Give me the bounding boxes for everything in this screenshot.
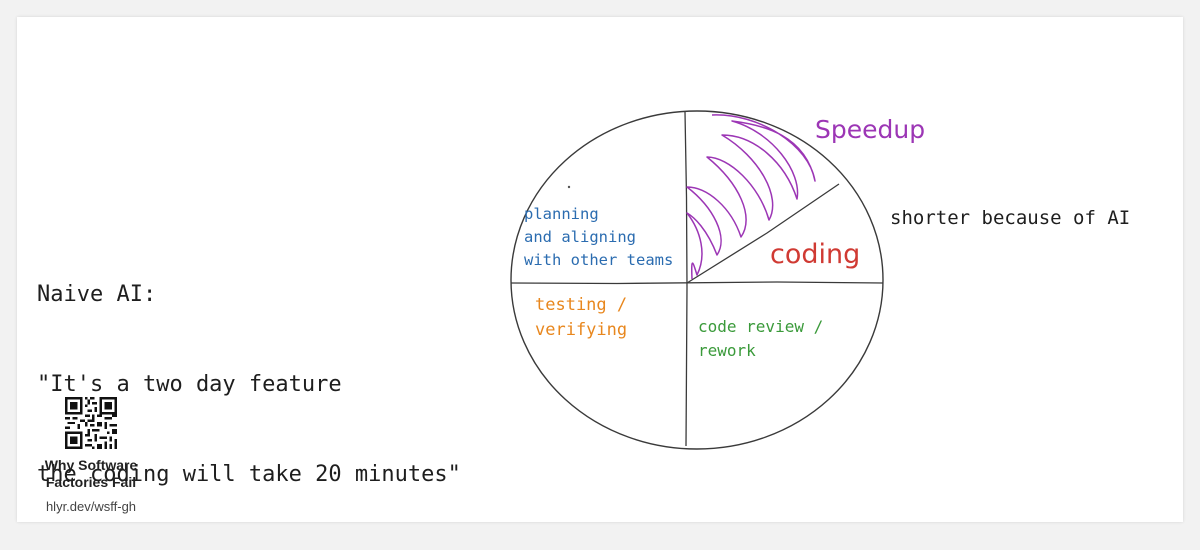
side-note: shorter because of AI [890, 207, 1131, 229]
speedup-label: Speedup [815, 115, 926, 144]
quote-line: Naive AI: [37, 282, 157, 307]
segment-label-line: coding [770, 239, 861, 270]
segment-label-line: rework [698, 341, 756, 360]
slide: Naive AI: "It's a two day feature the co… [17, 17, 1183, 522]
qr-footer: Why Software Factories Fail hlyr.dev/wsf… [25, 397, 157, 514]
segment-label-line: with other teams [524, 251, 674, 269]
segment-label-line: and aligning [524, 228, 636, 246]
segment-label-planning: planning and aligning with other teams [524, 203, 673, 272]
segment-label-line: code review / [698, 317, 824, 336]
segment-label-coding: coding [770, 239, 860, 270]
divider-horizontal [510, 281, 884, 285]
naive-ai-quote: Naive AI: "It's a two day feature the co… [37, 220, 461, 550]
pie-diagram [510, 110, 884, 450]
segment-label-line: testing / [535, 295, 628, 315]
qr-title-line: Factories Fail [45, 474, 137, 490]
segment-label-line: verifying [535, 320, 628, 340]
qr-code-icon[interactable] [65, 397, 117, 449]
speedup-scribble [686, 114, 816, 280]
qr-title-line: Why Software [44, 457, 138, 473]
qr-title: Why Software Factories Fail [25, 457, 157, 491]
pie-outline [510, 110, 884, 450]
divider-vertical [684, 111, 688, 447]
quote-line: the coding will take 20 minutes" [37, 462, 461, 487]
segment-label-testing: testing / verifying [535, 293, 627, 343]
segment-label-code-review: code review / rework [698, 315, 823, 363]
divider-diagonal [686, 183, 840, 284]
quote-line: "It's a two day feature [37, 372, 342, 397]
segment-label-line: planning [524, 205, 599, 223]
stray-dot [567, 185, 571, 189]
qr-url-link[interactable]: hlyr.dev/wsff-gh [45, 499, 137, 514]
